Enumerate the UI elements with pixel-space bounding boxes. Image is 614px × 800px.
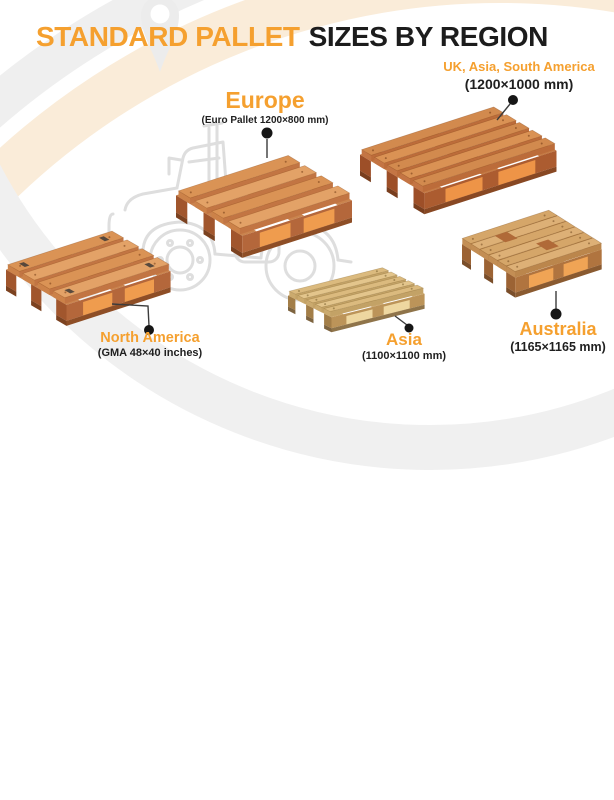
pallet-illustration-north-america <box>2 226 175 335</box>
label-uk-asia-south-america: UK, Asia, South America (1200×1000 mm) <box>419 59 614 92</box>
region-name-asia: Asia <box>386 330 422 349</box>
region-size-uk-asia-south-america: (1200×1000 mm) <box>464 75 574 92</box>
label-asia: Asia (1100×1100 mm) <box>324 330 484 362</box>
leader-dot-australia <box>550 308 562 320</box>
region-size-asia: (1100×1100 mm) <box>361 349 447 362</box>
label-europe: Europe (Euro Pallet 1200×800 mm) <box>155 87 375 127</box>
label-australia: Australia (1165×1165 mm) <box>478 319 614 354</box>
title-rest: SIZES BY REGION <box>308 21 549 52</box>
region-size-europe: (Euro Pallet 1200×800 mm) <box>201 115 329 127</box>
region-name-europe: Europe <box>225 87 305 113</box>
region-size-australia: (1165×1165 mm) <box>510 339 606 354</box>
region-size-north-america: (GMA 48×40 inches) <box>97 346 203 359</box>
pallet-illustration-europe <box>172 150 356 267</box>
pallet-illustration-uk-asia-south-america <box>356 102 561 224</box>
pallet-illustration-asia <box>284 263 429 342</box>
region-name-uk-asia-south-america: UK, Asia, South America <box>443 59 595 74</box>
label-north-america: North America (GMA 48×40 inches) <box>50 330 250 359</box>
page-title: STANDARD PALLET SIZES BY REGION <box>0 21 584 53</box>
location-pin-icon <box>141 0 179 72</box>
region-name-north-america: North America <box>100 330 200 346</box>
pallet-illustration-australia <box>458 206 606 307</box>
title-highlight: STANDARD PALLET <box>36 21 300 52</box>
region-name-australia: Australia <box>519 319 597 339</box>
